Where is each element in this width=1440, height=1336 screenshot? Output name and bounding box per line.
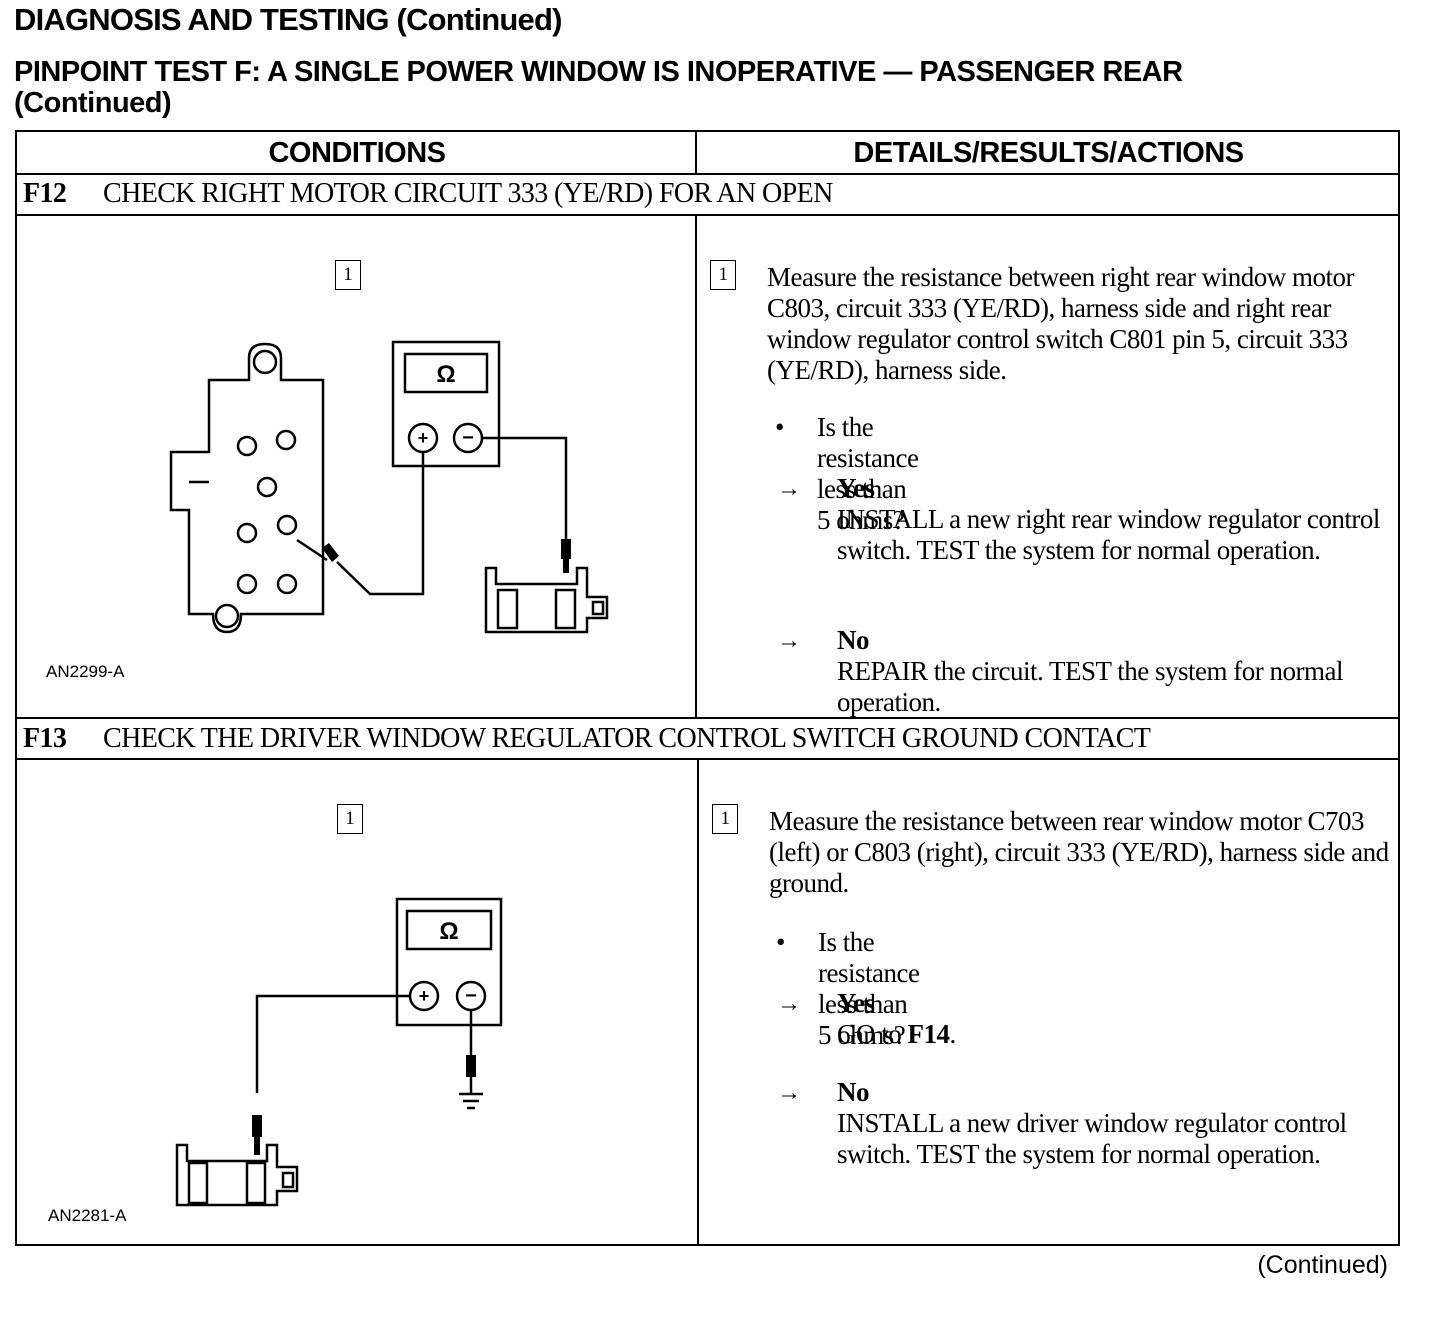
negative-lead: [482, 436, 568, 566]
connector-tab-hole: [252, 349, 278, 375]
arrow-icon: →: [777, 628, 801, 654]
positive-lead: [255, 994, 410, 1093]
yes-answer: Yes GO to F14.: [837, 988, 1397, 1050]
arrow-icon: →: [777, 1080, 801, 1106]
multimeter: [395, 897, 503, 1027]
figure-step-number: 1: [335, 260, 361, 290]
divider: [17, 173, 1398, 175]
figure-code: AN2281-A: [48, 1206, 127, 1225]
details-column-header: DETAILS/RESULTS/ACTIONS: [853, 137, 1244, 169]
motor-connector: [484, 566, 609, 634]
no-action: INSTALL a new driver window regulator co…: [837, 1108, 1347, 1169]
plus-sign: +: [419, 986, 430, 1006]
test-title-line-2: (Continued): [14, 87, 172, 119]
test-title-line-1: PINPOINT TEST F: A SINGLE POWER WINDOW I…: [14, 56, 1183, 88]
divider: [695, 132, 697, 173]
divider: [695, 214, 697, 717]
arrow-icon: →: [777, 476, 801, 502]
pinpoint-test-title: PINPOINT TEST F: A SINGLE POWER WINDOW I…: [14, 57, 1183, 119]
yes-label: Yes: [837, 473, 875, 503]
bullet: •: [776, 927, 785, 957]
divider: [17, 758, 1398, 760]
motor-connector: [175, 1143, 299, 1207]
figure-step-number: 1: [337, 804, 363, 834]
connector-tab-hole: [214, 603, 240, 629]
no-answer: No INSTALL a new driver window regulator…: [837, 1077, 1397, 1170]
figure-code: AN2299-A: [46, 662, 125, 681]
question-text: Is the resistance less than 5 ohms?: [817, 412, 919, 535]
step-header-f12: F12 CHECK RIGHT MOTOR CIRCUIT 333 (YE/RD)…: [23, 174, 833, 214]
divider: [17, 214, 1398, 216]
wiring-diagram-f13: Ω + −: [175, 897, 503, 1207]
action-text: Measure the resistance between right rea…: [767, 262, 1355, 385]
conditions-column-header: CONDITIONS: [268, 137, 446, 169]
action-text: Measure the resistance between rear wind…: [769, 806, 1389, 898]
ohm-symbol: Ω: [436, 361, 455, 388]
no-label: No: [837, 1077, 870, 1107]
divider: [697, 758, 699, 1246]
divider: [17, 717, 1398, 719]
arrow-icon: →: [777, 991, 801, 1017]
meter-display: [403, 352, 489, 394]
step-title: CHECK THE DRIVER WINDOW REGULATOR CONTRO…: [103, 723, 1151, 754]
continued-footer: (Continued): [1257, 1251, 1388, 1279]
step-header-f13: F13 CHECK THE DRIVER WINDOW REGULATOR CON…: [23, 719, 1151, 759]
step-id: F13: [23, 723, 67, 754]
yes-action-target-step: F14: [907, 1019, 951, 1049]
step-title: CHECK RIGHT MOTOR CIRCUIT 333 (YE/RD) FO…: [103, 178, 833, 209]
yes-action-suffix: .: [949, 1019, 957, 1049]
bullet: •: [775, 412, 784, 442]
multimeter: [391, 340, 501, 468]
switch-connector-body: [169, 342, 325, 634]
minus-sign: −: [465, 985, 477, 1007]
no-label: No: [837, 625, 870, 655]
yes-label: Yes: [837, 988, 875, 1018]
page-title: DIAGNOSIS AND TESTING (Continued): [14, 2, 562, 37]
no-answer: No REPAIR the circuit. TEST the system f…: [837, 625, 1397, 718]
step-id: F12: [23, 178, 67, 209]
yes-action-prefix: GO to: [837, 1019, 908, 1049]
positive-lead: [336, 452, 425, 596]
minus-sign: −: [462, 427, 474, 449]
no-action: REPAIR the circuit. TEST the system for …: [837, 656, 1343, 717]
wiring-diagram-f12: Ω + −: [169, 340, 609, 634]
meter-display: [405, 909, 493, 951]
question-text: Is the resistance less than 5 ohms?: [818, 927, 920, 1050]
action-step-number: 1: [710, 260, 736, 290]
action-step-number: 1: [712, 804, 738, 834]
plus-sign: +: [418, 428, 429, 448]
yes-answer: Yes INSTALL a new right rear window regu…: [837, 473, 1397, 566]
ohm-symbol: Ω: [439, 918, 458, 945]
yes-action: INSTALL a new right rear window regulato…: [837, 504, 1380, 565]
